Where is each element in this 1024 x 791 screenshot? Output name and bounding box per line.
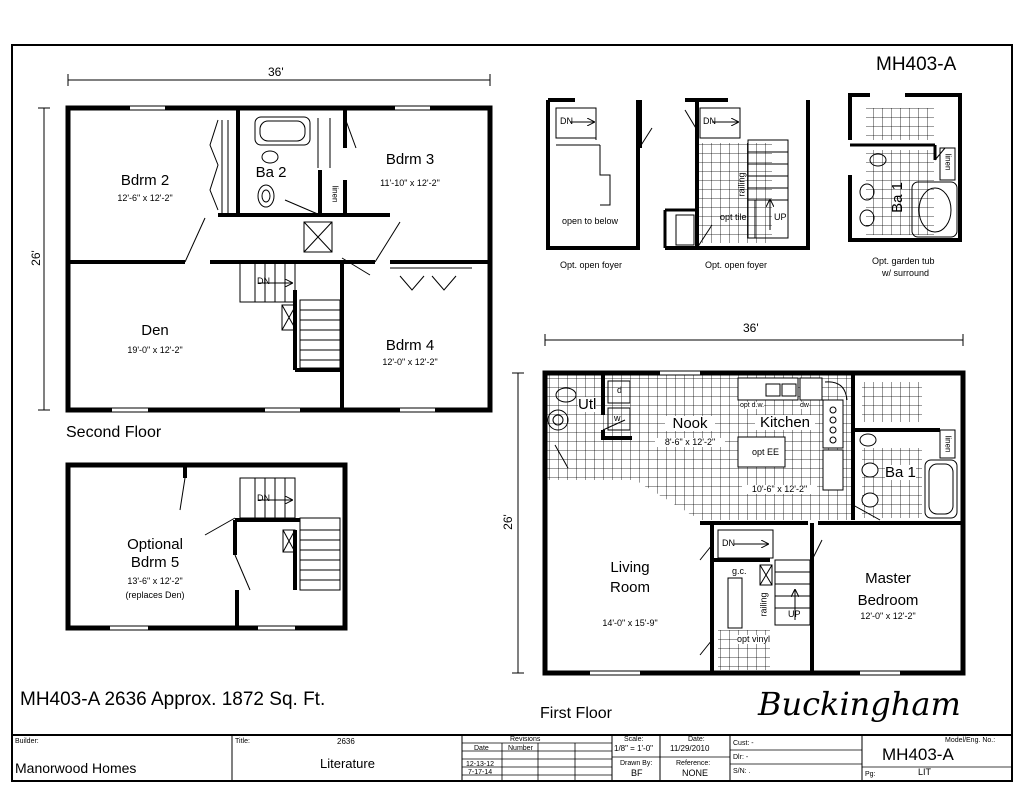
model-value: MH403-A (882, 745, 954, 764)
foyer2-caption: Opt. open foyer (705, 260, 768, 270)
first-floor-plan (512, 334, 966, 676)
title-value: Literature (320, 756, 375, 771)
foyer2-tile: opt tile (720, 212, 747, 222)
sheet-border (11, 44, 1013, 782)
room-living-size: 14'-0" x 15'-9" (602, 618, 658, 628)
first-floor-width-dim: 36' (743, 321, 759, 335)
room-nook-size: 8'-6" x 12'-2" (655, 438, 725, 447)
stairs-opt-vinyl: opt vinyl (737, 634, 771, 644)
kitchen-dw: dw (800, 402, 809, 409)
stairs-dn: DN (722, 538, 735, 548)
room-utl-name: Utl (578, 396, 597, 413)
opt-bdrm5-line2: Bdrm 5 (130, 554, 180, 571)
room-living-line1: Living (610, 559, 650, 576)
opt-bdrm5-note: (replaces Den) (125, 590, 185, 600)
room-bdrm4-name: Bdrm 4 (385, 337, 435, 354)
plan-title: MH403-A 2636 Approx. 1872 Sq. Ft. (20, 689, 326, 710)
foyer2-railing: railing (736, 172, 747, 197)
second-floor-width-dim: 36' (268, 65, 284, 79)
opt-bdrm5-line1: Optional (127, 536, 183, 553)
room-master-line1: Master (865, 570, 911, 587)
utl-d: d (617, 385, 623, 395)
date-label: Date: (688, 736, 705, 743)
first-floor-label: First Floor (540, 705, 612, 722)
room-ba1-name: Ba 1 (885, 464, 916, 481)
room-bdrm4-size: 12'-0" x 12'-2" (382, 357, 438, 367)
option-foyer-2 (663, 98, 810, 250)
builder-value: Manorwood Homes (15, 760, 137, 776)
foyer1-caption: Opt. open foyer (560, 260, 623, 270)
pg-label: Pg: (865, 771, 876, 778)
reference-value: NONE (682, 768, 709, 778)
foyer2-up: UP (774, 212, 787, 222)
scale-value: 1/8" = 1'-0" (614, 744, 654, 753)
garden-tub-linen: linen (943, 153, 953, 171)
utl-w: w (614, 413, 621, 423)
kitchen-opt-ee: opt EE (752, 447, 780, 457)
revisions-label: Revisions (510, 736, 541, 743)
option-foyer-1 (546, 98, 653, 250)
reference-label: Reference: (676, 760, 711, 767)
builder-label: Builder: (15, 738, 39, 745)
garden-tub-bath: Ba 1 (888, 182, 906, 213)
room-linen-label: linen (330, 185, 340, 203)
foyer1-note: open to below (562, 216, 619, 226)
room-kitchen-name: Kitchen (755, 415, 815, 430)
optional-bedroom-plan (65, 462, 348, 631)
opt-bdrm5-size: 13'-6" x 12'-2" (127, 576, 183, 586)
ba1-linen: linen (943, 435, 953, 453)
title-block-grid (12, 734, 1012, 781)
sn-label: S/N: . (733, 768, 751, 775)
drawn-label: Drawn By: (620, 760, 653, 767)
kitchen-opt-dw: opt d.w. (740, 402, 765, 409)
revision-date-1: 12-13-12 (466, 761, 495, 768)
foyer1-dn: DN (560, 116, 573, 126)
room-bdrm3-name: Bdrm 3 (385, 151, 435, 168)
room-bdrm2-size: 12'-6" x 12'-2" (117, 193, 173, 203)
title-label: Title: (235, 738, 250, 745)
second-floor-depth-dim: 26' (28, 250, 43, 266)
revision-date-2: 7-17-14 (468, 769, 493, 776)
drawn-value: BF (631, 768, 643, 778)
model-code-label: MH403-A (876, 54, 957, 75)
room-bdrm3-size: 11'-10" x 12'-2" (380, 178, 440, 188)
cust-label: Cust: - (733, 740, 754, 747)
date-value: 11/29/2010 (670, 744, 710, 753)
room-den-name: Den (141, 322, 169, 339)
foyer2-dn: DN (703, 116, 716, 126)
room-master-size: 12'-0" x 12'-2" (860, 611, 916, 621)
stairs-railing: railing (758, 592, 769, 617)
brand-name: Buckingham (758, 685, 961, 723)
stairs-up: UP (788, 609, 801, 619)
scale-label: Scale: (624, 736, 644, 743)
opt-bdrm5-dn: DN (257, 493, 270, 503)
revisions-date-col: Date (474, 745, 489, 752)
second-floor-plan (38, 74, 493, 413)
room-ba2-name: Ba 2 (255, 164, 287, 181)
room-master-line2: Bedroom (857, 592, 919, 609)
model-label: Model/Eng. No.: (945, 737, 996, 744)
pg-value: LIT (918, 767, 932, 777)
option-garden-tub (848, 93, 962, 242)
room-kitchen-size: 10'-6" x 12'-2" (742, 485, 817, 494)
garden-tub-caption2: w/ surround (882, 268, 930, 278)
room-living-line2: Room (609, 579, 650, 596)
room-nook-name: Nook (665, 416, 715, 431)
second-floor-label: Second Floor (66, 424, 162, 441)
first-floor-depth-dim: 26' (500, 514, 515, 530)
garden-tub-caption1: Opt. garden tub (872, 256, 935, 266)
revisions-number-col: Number (508, 745, 533, 752)
title-number: 2636 (337, 737, 355, 746)
room-den-size: 19'-0" x 12'-2" (127, 345, 183, 355)
stairs-gc: g.c. (732, 566, 747, 576)
room-bdrm2-name: Bdrm 2 (120, 172, 170, 189)
stair-dn-label: DN (257, 276, 270, 286)
dlr-label: Dlr: - (733, 754, 749, 761)
